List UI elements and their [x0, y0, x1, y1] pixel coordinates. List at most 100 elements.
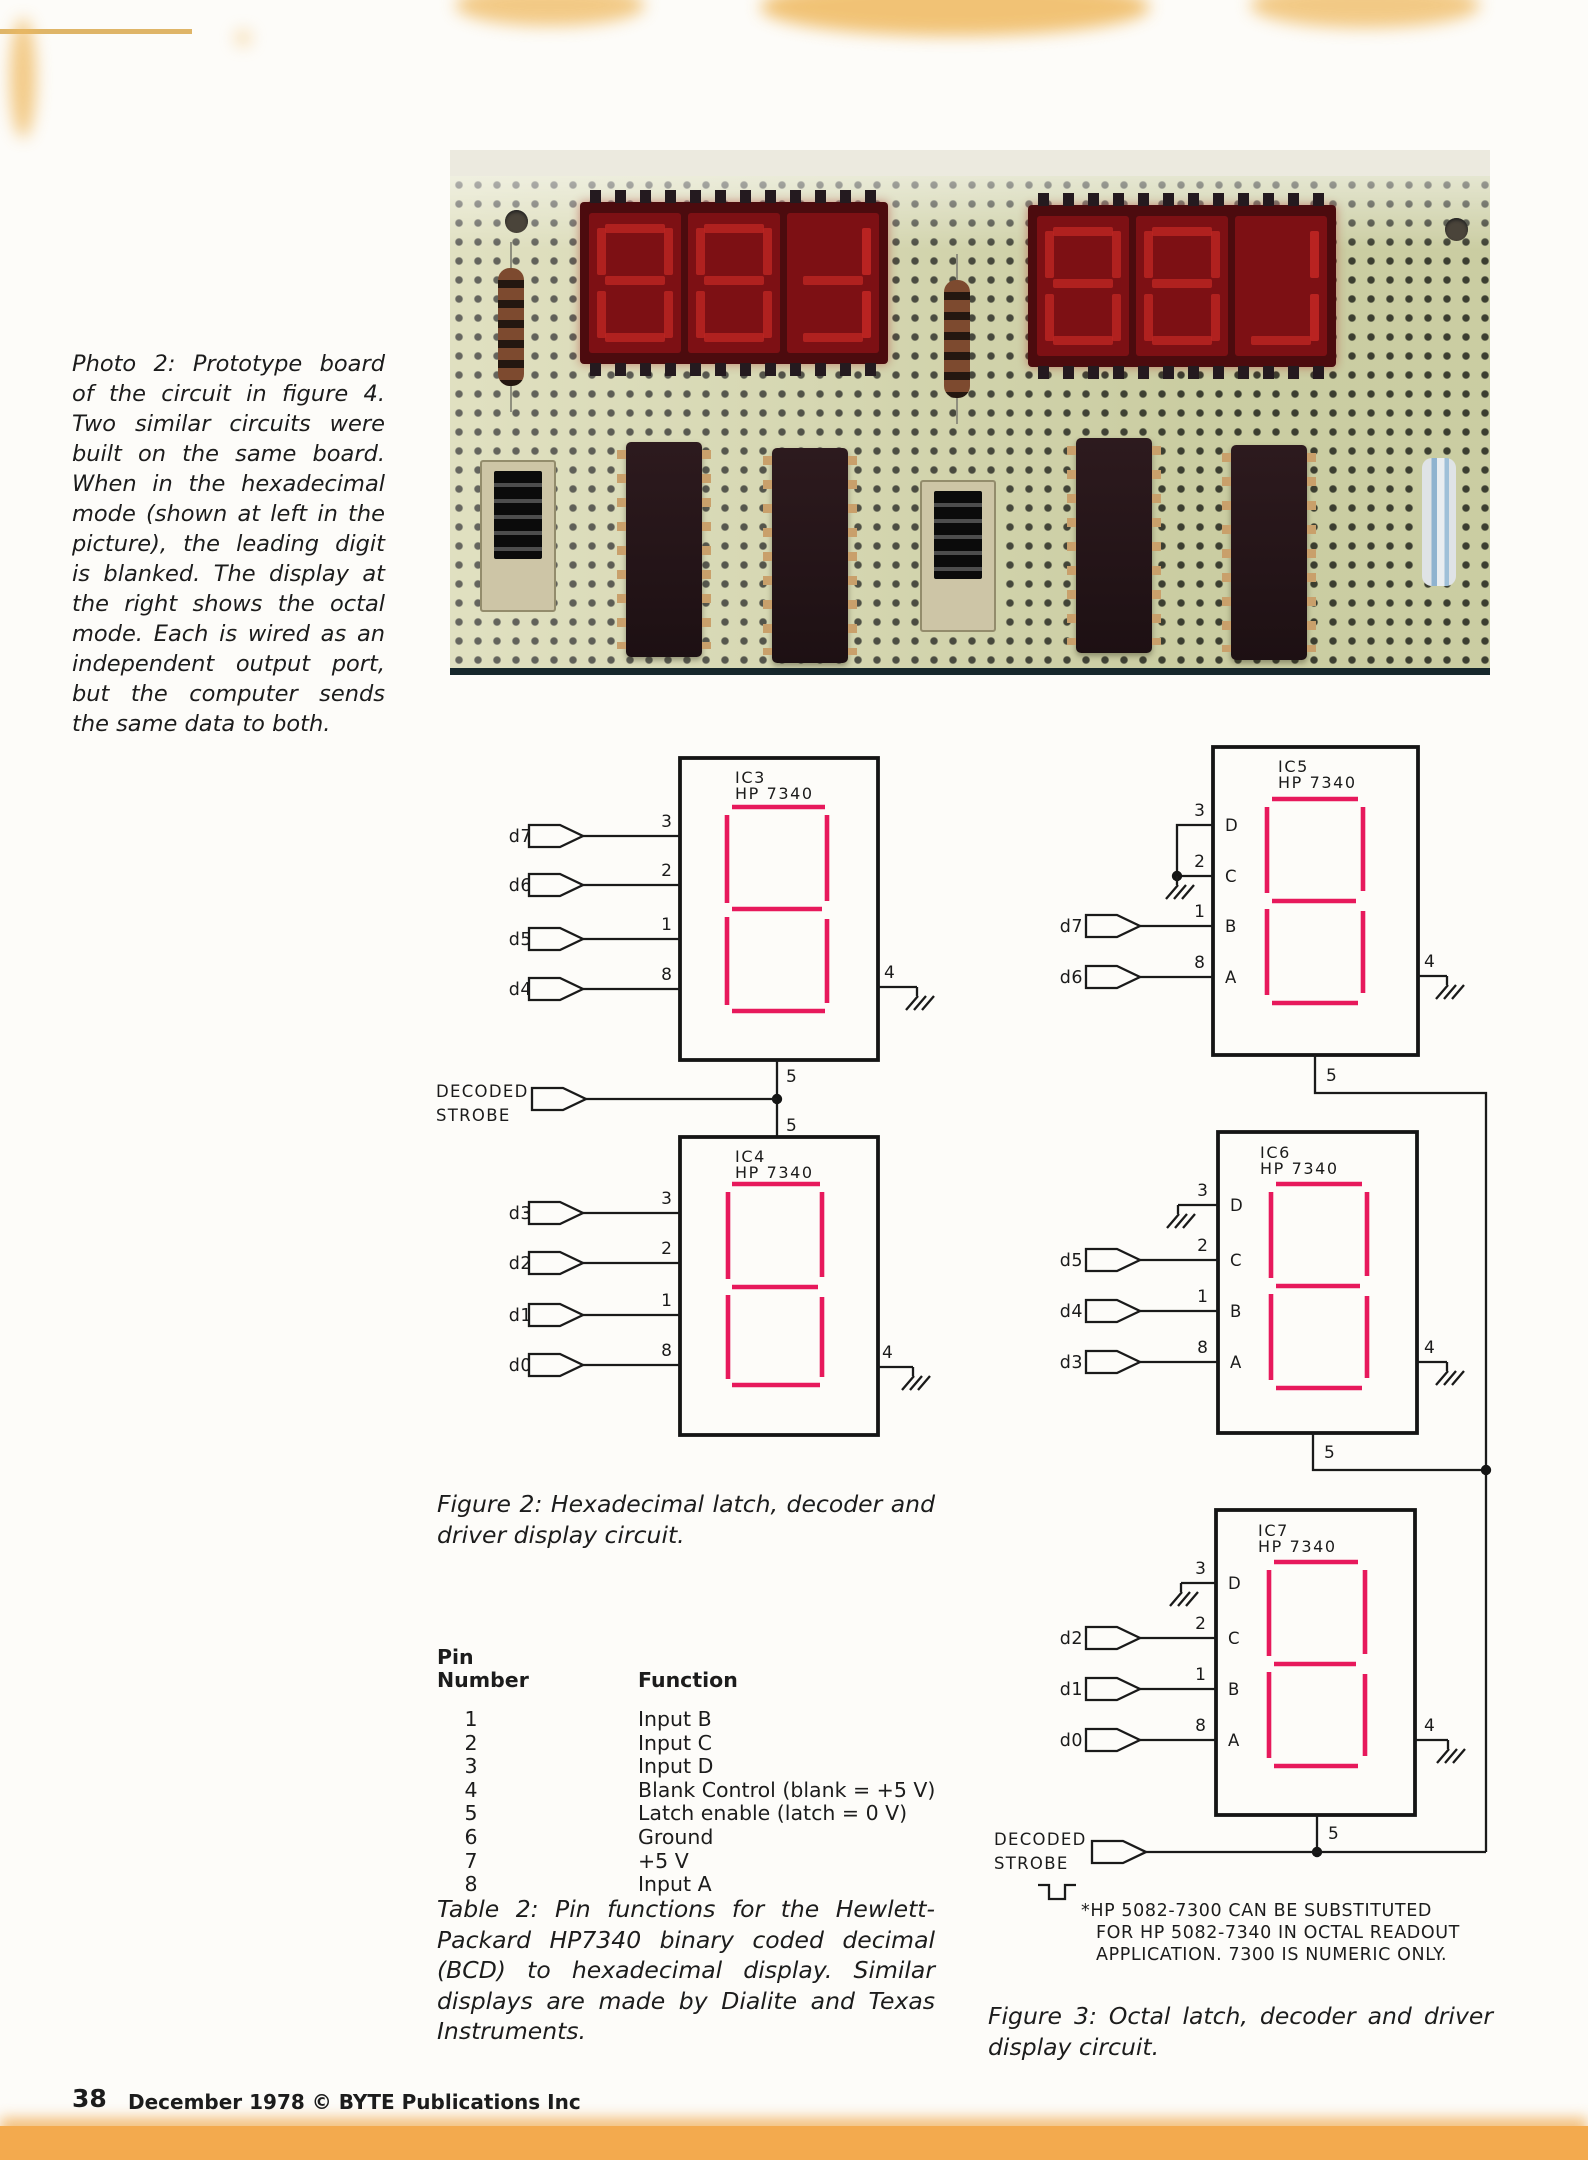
table2-header-pin: Pin Number [437, 1646, 529, 1692]
signal-label-d7: d7 [509, 827, 532, 847]
port-label-A: A [1225, 968, 1237, 987]
signal-label-d6: d6 [1060, 968, 1083, 988]
pin-number-blank: 4 [1424, 952, 1435, 972]
strobe-pulse-icon [1038, 1883, 1076, 1901]
dip-ic [1067, 438, 1161, 653]
pin-number: 3 [1194, 801, 1205, 821]
function-cell: Ground [638, 1824, 714, 1849]
note-line: *HP 5082-7300 CAN BE SUBSTITUTED [1081, 1901, 1432, 1921]
ground-icon [1435, 1738, 1467, 1765]
function-cell: +5 V [638, 1848, 689, 1873]
pin-number-latch: 5 [786, 1067, 797, 1087]
input-arrow-icon [527, 1352, 585, 1378]
ic6-part-label: HP 7340 [1260, 1159, 1339, 1178]
scan-blob [10, 18, 36, 138]
input-arrow-icon [1084, 1625, 1142, 1651]
port-label-B: B [1228, 1680, 1240, 1699]
table2-header-function: Function [638, 1668, 738, 1692]
pin-number-latch: 5 [786, 1116, 797, 1136]
ic7-label: IC7 [1258, 1521, 1289, 1540]
caption-line: is blanked. The display at [72, 561, 385, 587]
pin-cell: 1 [464, 1707, 478, 1731]
signal-label-d2: d2 [509, 1254, 532, 1274]
led-display-module [1028, 193, 1336, 379]
scan-streak-line [0, 29, 192, 34]
port-label-B: B [1230, 1302, 1242, 1321]
caption-line: of the circuit in figure 4. [72, 381, 385, 407]
pin-number-blank: 4 [882, 1343, 893, 1363]
caption-line: picture), the leading digit [72, 531, 385, 557]
header-line: Pin [437, 1645, 474, 1669]
signal-label-d0: d0 [1060, 1731, 1083, 1751]
figure3-note: *HP 5082-7300 CAN BE SUBSTITUTED FOR HP … [1081, 1900, 1460, 1966]
pin-number: 1 [1194, 902, 1205, 922]
caption-line: displays are made by Dialite and Texas [437, 1986, 935, 2015]
caption-line: independent output port, [72, 651, 385, 677]
ic6-label: IC6 [1260, 1143, 1291, 1162]
input-arrow-icon [527, 1250, 585, 1276]
pin-number-blank: 4 [1424, 1338, 1435, 1358]
ground-icon [1434, 974, 1466, 1001]
ic4-part-label: HP 7340 [735, 1163, 814, 1182]
signal-label-d0: d0 [509, 1356, 532, 1376]
table-row: 6 Ground [437, 1825, 937, 1849]
signal-label-d5: d5 [509, 930, 532, 950]
caption-line: Photo 2: Prototype board [72, 351, 385, 377]
port-label-D: D [1225, 816, 1239, 835]
scan-blob [235, 30, 251, 46]
scan-band [0, 2126, 1588, 2160]
pin-number: 2 [661, 1239, 672, 1259]
ground-icon [1165, 1203, 1197, 1230]
dip-ic [763, 448, 857, 663]
pin-number-latch: 5 [1328, 1824, 1339, 1844]
strobe-label: STROBE [994, 1854, 1069, 1873]
dip-ic [617, 442, 711, 657]
led-digit [787, 213, 879, 353]
signal-label-d1: d1 [1060, 1680, 1083, 1700]
pin-number: 1 [1195, 1665, 1206, 1685]
pin-number-latch: 5 [1326, 1066, 1337, 1086]
input-arrow-icon [1084, 1298, 1142, 1324]
signal-label-d4: d4 [1060, 1302, 1083, 1322]
caption-line: but the computer sends [72, 681, 385, 707]
function-cell: Latch enable (latch = 0 V) [638, 1801, 908, 1826]
led-digit [1136, 216, 1228, 356]
led-digit [1235, 216, 1327, 356]
caption-line: Two similar circuits were [72, 411, 385, 437]
pin-number: 3 [1197, 1181, 1208, 1201]
ground-icon [904, 985, 936, 1012]
signal-label-d1: d1 [509, 1306, 532, 1326]
pin-cell: 3 [464, 1754, 478, 1779]
seven-segment-icon [1268, 1181, 1370, 1391]
input-arrow-icon [1084, 1727, 1142, 1753]
pin-number: 2 [661, 861, 672, 881]
input-arrow-icon [527, 926, 585, 952]
input-arrow-icon [1084, 913, 1142, 939]
ic3-part-label: HP 7340 [735, 784, 814, 803]
pin-number: 8 [1195, 1716, 1206, 1736]
function-cell: Input D [638, 1754, 714, 1779]
input-arrow-icon [1084, 1349, 1142, 1375]
table2-caption: Table 2: Pin functions for the Hewlett- … [437, 1894, 935, 2047]
pin-cell: 8 [464, 1872, 478, 1897]
pin-cell: 7 [464, 1848, 478, 1873]
input-arrow-icon [530, 1086, 588, 1112]
mounting-hole [1445, 218, 1468, 241]
pin-cell: 6 [464, 1824, 478, 1849]
led-digit [688, 213, 780, 353]
caption-line: the right shows the octal [72, 591, 385, 617]
signal-label-d6: d6 [509, 876, 532, 896]
caption-line: driver display circuit. [437, 1521, 685, 1550]
caption-line: mode (shown at left in the [72, 501, 385, 527]
seven-segment-icon [725, 1181, 825, 1388]
input-arrow-icon [1084, 964, 1142, 990]
led-display-module [580, 190, 888, 376]
scan-blob [1250, 0, 1480, 28]
note-line: APPLICATION. 7300 IS NUMERIC ONLY. [1096, 1945, 1448, 1965]
pin-number: 1 [661, 1291, 672, 1311]
caption-line: Instruments. [437, 2017, 587, 2046]
